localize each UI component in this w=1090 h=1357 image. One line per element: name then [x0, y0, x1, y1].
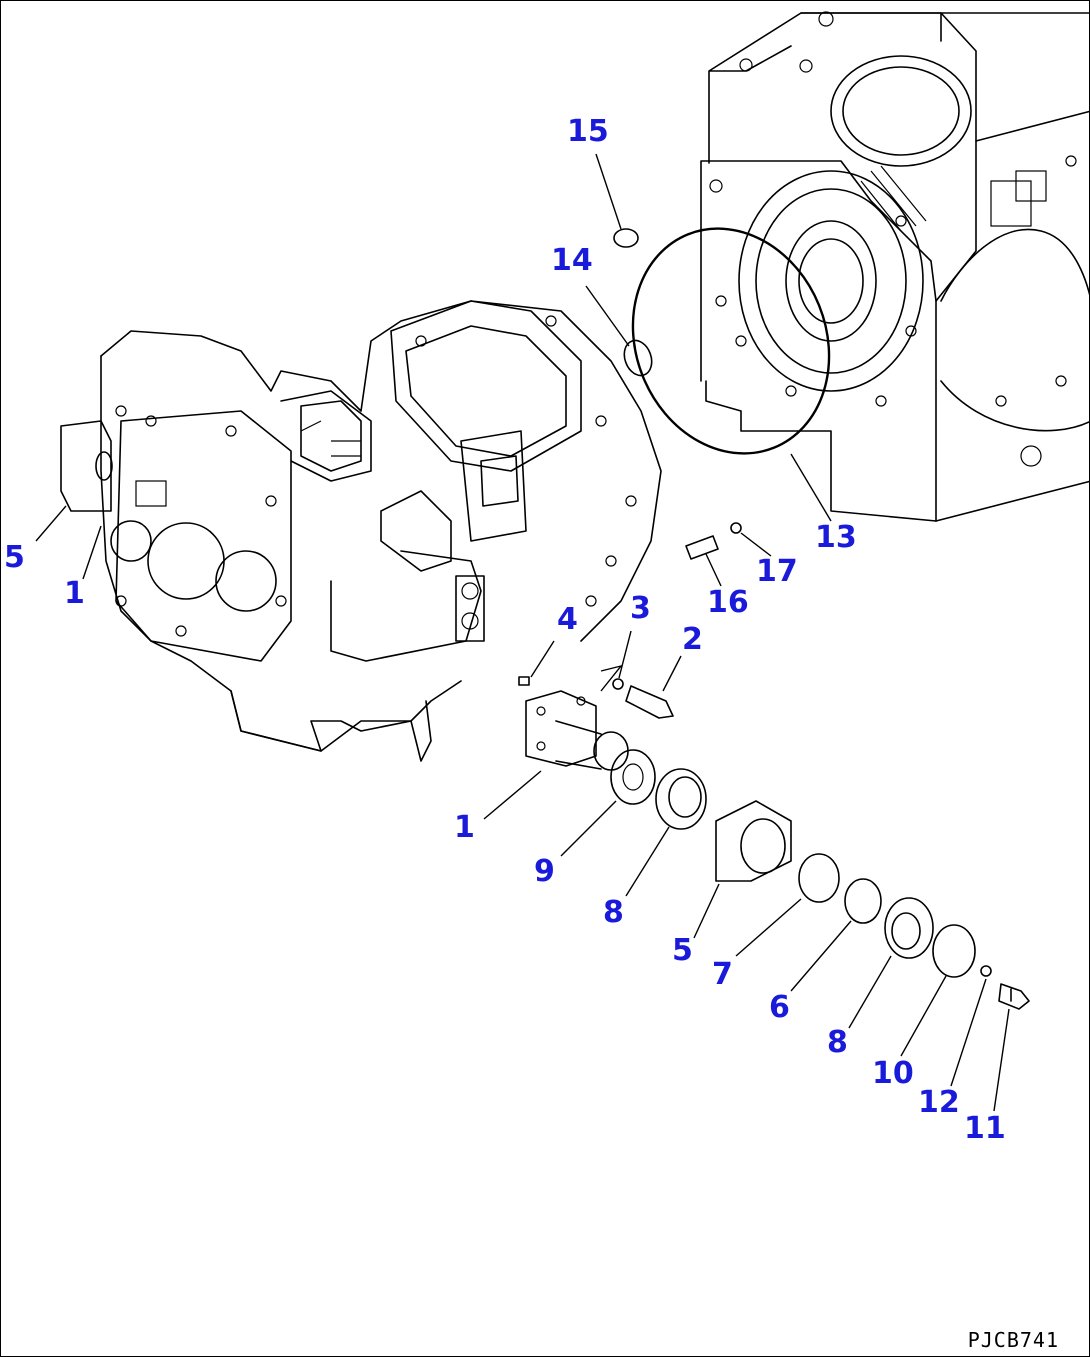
- o-ring-13: [631, 227, 831, 455]
- pin-4: [518, 676, 530, 686]
- plate-10: [932, 924, 976, 978]
- carrier-5: [715, 800, 792, 882]
- plug-16: [685, 535, 719, 560]
- callout-17: 17: [756, 554, 798, 589]
- leader-lines: [35, 153, 1010, 1112]
- washer-3: [612, 678, 624, 690]
- callout-5-lower: 5: [672, 933, 693, 968]
- callout-1-lower: 1: [454, 810, 475, 845]
- transmission-case: [60, 300, 662, 762]
- washer-12: [980, 965, 992, 977]
- spacer-6: [844, 878, 882, 924]
- bearing-8-upper: [655, 768, 707, 830]
- callout-9: 9: [534, 854, 555, 889]
- callout-10: 10: [872, 1056, 914, 1091]
- callout-4: 4: [557, 602, 578, 637]
- callout-7: 7: [712, 957, 733, 992]
- callout-16: 16: [707, 585, 749, 620]
- callout-6: 6: [769, 990, 790, 1025]
- bearing-7: [798, 853, 840, 903]
- o-ring-15: [613, 228, 639, 248]
- callout-5: 5: [4, 540, 25, 575]
- callout-13: 13: [815, 520, 857, 555]
- callout-15: 15: [567, 114, 609, 149]
- callout-14: 14: [551, 243, 593, 278]
- callout-8: 8: [603, 895, 624, 930]
- callout-1: 1: [64, 576, 85, 611]
- shim-9: [610, 749, 656, 805]
- axle-housing: [700, 11, 1089, 522]
- callout-12: 12: [918, 1085, 960, 1120]
- bolt-11: [998, 983, 1030, 1010]
- callout-11: 11: [964, 1111, 1006, 1146]
- callout-3: 3: [630, 591, 651, 626]
- drawing-code: PJCB741: [967, 1328, 1059, 1352]
- bearing-cage-1: [525, 690, 629, 771]
- bolt-2: [625, 685, 674, 719]
- callout-2: 2: [682, 622, 703, 657]
- o-ring-17: [730, 522, 742, 534]
- bearing-8-lower: [884, 897, 934, 959]
- o-ring-14: [623, 339, 653, 377]
- callout-8-lower: 8: [827, 1025, 848, 1060]
